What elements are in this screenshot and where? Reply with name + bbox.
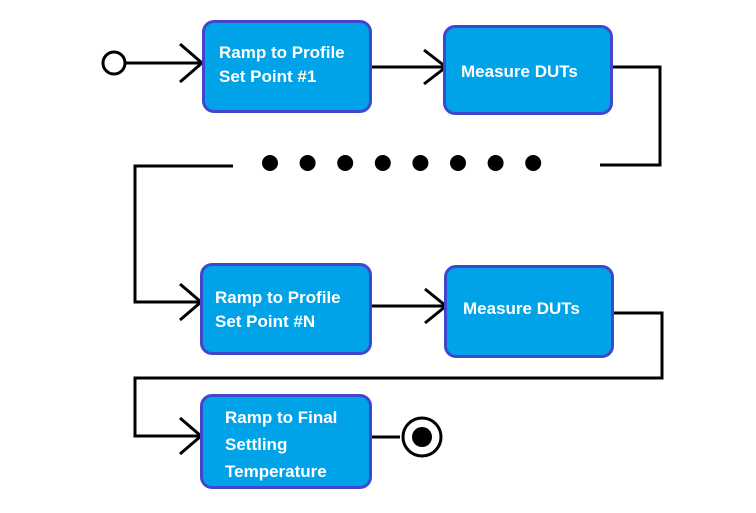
action-label: Measure DUTs (461, 62, 578, 81)
ellipsis-dots (262, 155, 542, 171)
ellipsis-dot (450, 155, 466, 171)
final-node (401, 416, 443, 458)
action-ramp-to-profile-set-point-n: Ramp to Profile Set Point #N (200, 263, 372, 355)
action-label: Measure DUTs (463, 299, 580, 318)
ellipsis-dot (262, 155, 278, 171)
ellipsis-dot (299, 155, 316, 171)
edge-start-to-ramp-1 (125, 42, 205, 84)
action-label: Ramp to Profile Set Point #N (215, 288, 341, 331)
edge-ramp-1-to-measure-1 (372, 48, 449, 86)
ellipsis-dot (374, 155, 391, 171)
action-measure-duts-1: Measure DUTs (443, 25, 613, 115)
action-label: Ramp to Profile Set Point #1 (219, 43, 345, 86)
ellipsis-dot (487, 155, 504, 171)
edge-ramp-n-to-measure-n (370, 287, 449, 325)
initial-node (101, 50, 127, 76)
ellipsis-dot (412, 155, 429, 171)
edge-measure-1-to-ellipsis (600, 65, 662, 167)
action-measure-duts-n: Measure DUTs (444, 265, 614, 358)
action-ramp-to-final-settling-temperature: Ramp to Final Settling Temperature (200, 394, 372, 489)
ellipsis-dot (337, 155, 354, 171)
action-label: Ramp to Final Settling Temperature (225, 408, 338, 481)
action-ramp-to-profile-set-point-1: Ramp to Profile Set Point #1 (202, 20, 372, 113)
ellipsis-dot (525, 155, 542, 171)
